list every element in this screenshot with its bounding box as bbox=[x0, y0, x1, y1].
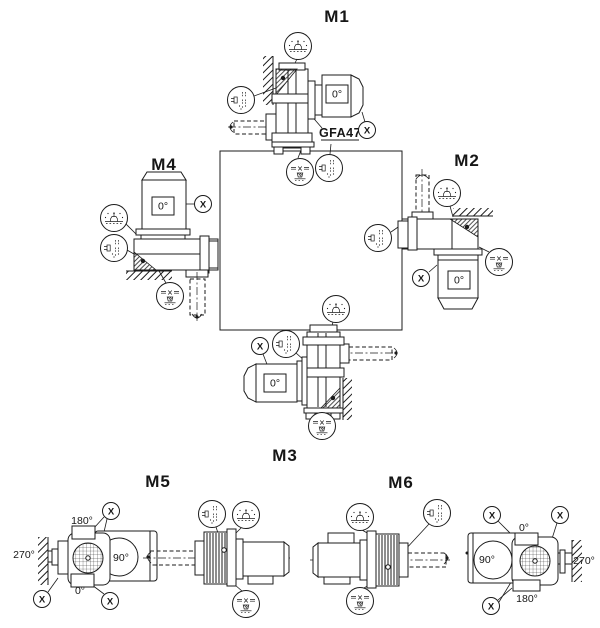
oil-drain-symbol bbox=[346, 587, 374, 615]
terminal-box-angle-label: 0° bbox=[332, 89, 342, 101]
end-view: 0° 90° 270° 180° X X X bbox=[465, 506, 595, 615]
oil-level-symbol bbox=[364, 224, 392, 252]
gear-unit bbox=[302, 324, 350, 420]
wall-hatch bbox=[263, 56, 273, 105]
oil-drain-symbol bbox=[286, 158, 314, 186]
angle-left: 270° bbox=[13, 549, 35, 561]
x-marker: X bbox=[482, 597, 500, 615]
output-shaft-dashed bbox=[189, 272, 206, 321]
position-m3-label: M3 bbox=[272, 446, 298, 465]
position-m1: M1 bbox=[227, 7, 376, 186]
angle-right: 90° bbox=[113, 552, 129, 564]
oil-drain-symbol bbox=[308, 412, 336, 440]
x-marker-label: X bbox=[418, 273, 425, 284]
angle-top: 180° bbox=[71, 515, 93, 527]
x-marker-label: X bbox=[488, 601, 495, 612]
x-marker: X bbox=[551, 506, 569, 524]
position-m6-label: M6 bbox=[388, 473, 414, 492]
x-marker-label: X bbox=[489, 510, 496, 521]
terminal-box-angle-label: 0° bbox=[270, 378, 280, 390]
x-marker: X bbox=[483, 506, 501, 524]
breather-valve-symbol bbox=[322, 295, 350, 323]
oil-level-symbol bbox=[423, 499, 451, 527]
breather-valve-symbol bbox=[284, 32, 312, 60]
gear-unit bbox=[397, 211, 483, 261]
oil-drain-symbol bbox=[232, 590, 260, 618]
wall-hatch bbox=[38, 537, 48, 585]
terminal-box-angle-label: 0° bbox=[158, 201, 168, 213]
output-shaft-dashed bbox=[228, 120, 268, 135]
gear-unit bbox=[133, 235, 219, 278]
angle-right: 270° bbox=[573, 555, 595, 567]
ceiling-hatch bbox=[453, 208, 493, 216]
terminal-box-angle: 0° bbox=[151, 196, 175, 216]
x-marker: X bbox=[358, 121, 376, 139]
x-marker: X bbox=[33, 590, 51, 608]
position-m2-label: M2 bbox=[454, 151, 480, 170]
angle-bottom: 0° bbox=[75, 585, 85, 597]
boss-180 bbox=[71, 525, 96, 540]
x-marker-label: X bbox=[108, 506, 115, 517]
angle-left: 90° bbox=[479, 554, 495, 566]
x-marker: X bbox=[101, 592, 119, 610]
wall-hatch bbox=[343, 378, 352, 420]
breather-valve-symbol bbox=[433, 179, 461, 207]
angle-bottom: 180° bbox=[516, 593, 538, 605]
end-view: 180° 270° 90° 0° X X X bbox=[13, 502, 158, 610]
oil-level-symbol bbox=[100, 234, 128, 262]
position-m2: M2 bbox=[364, 151, 513, 310]
position-m1-label: M1 bbox=[324, 7, 350, 26]
boss-180 bbox=[512, 579, 541, 592]
x-marker-label: X bbox=[39, 594, 46, 605]
side-view bbox=[310, 499, 451, 615]
x-marker-label: X bbox=[107, 596, 114, 607]
x-marker-label: X bbox=[200, 199, 207, 210]
x-marker: X bbox=[412, 269, 430, 287]
position-m6: M6 bbox=[310, 473, 595, 615]
oil-drain-symbol bbox=[485, 248, 513, 276]
side-view bbox=[143, 500, 290, 618]
oil-drain-symbol bbox=[156, 282, 184, 310]
boss-0 bbox=[514, 532, 539, 546]
position-m5: M5 180° 270° 90° bbox=[13, 472, 290, 618]
boss-0 bbox=[70, 573, 95, 588]
position-m3: M3 bbox=[243, 295, 399, 465]
oil-level-symbol bbox=[272, 330, 300, 358]
wall-hatch bbox=[572, 540, 582, 582]
terminal-box-angle: 0° bbox=[263, 373, 287, 393]
terminal-box-angle: 0° bbox=[447, 270, 471, 290]
motor bbox=[437, 259, 479, 310]
x-marker: X bbox=[194, 195, 212, 213]
breather-valve-symbol bbox=[232, 501, 260, 529]
position-m5-label: M5 bbox=[145, 472, 171, 491]
x-marker-label: X bbox=[557, 510, 564, 521]
x-marker: X bbox=[102, 502, 120, 520]
terminal-box-angle: 0° bbox=[325, 84, 349, 104]
x-marker: X bbox=[251, 337, 269, 355]
breather-valve-symbol bbox=[346, 503, 374, 531]
oil-level-symbol bbox=[198, 500, 226, 528]
breather-valve-symbol bbox=[100, 204, 128, 232]
oil-level-symbol bbox=[315, 154, 343, 182]
x-marker-label: X bbox=[257, 341, 264, 352]
terminal-box-angle-label: 0° bbox=[454, 275, 464, 287]
unit-type-label: GFA47 bbox=[319, 126, 361, 140]
floor-hatch bbox=[126, 271, 172, 280]
position-m4-label: M4 bbox=[151, 155, 177, 174]
x-marker-label: X bbox=[364, 125, 371, 136]
oil-level-symbol bbox=[227, 86, 255, 114]
angle-top: 0° bbox=[519, 522, 529, 534]
position-m4: M4 0° bbox=[100, 155, 219, 321]
